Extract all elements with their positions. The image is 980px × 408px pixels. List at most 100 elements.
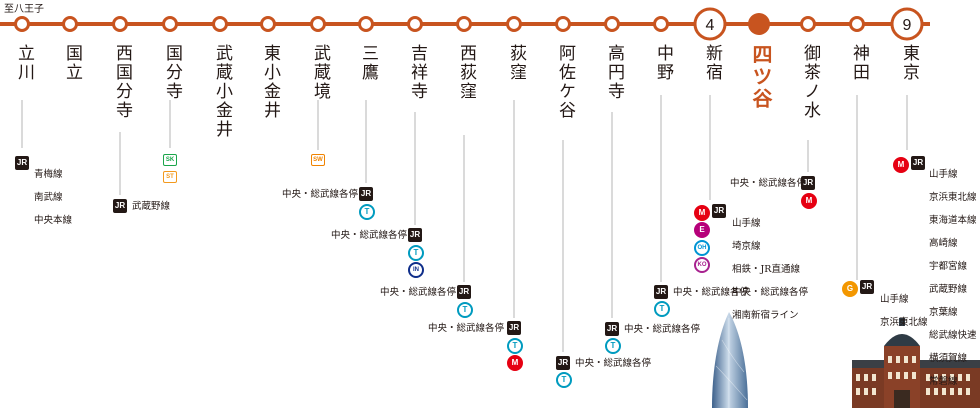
- ko-icon: KO: [694, 257, 710, 273]
- oh-icon: OH: [694, 240, 710, 256]
- station-name: 東京: [899, 44, 919, 82]
- jr-icon: JR: [507, 321, 521, 335]
- in-icon: IN: [408, 262, 424, 278]
- station-marker: [653, 16, 669, 32]
- station-marker: [112, 16, 128, 32]
- t-icon: T: [605, 338, 621, 354]
- station-name: 新宿: [702, 44, 722, 82]
- station-name: 高円寺: [604, 44, 624, 101]
- ochanomizu-line: 中央・総武線各停: [730, 178, 807, 189]
- station-marker: [162, 16, 178, 32]
- t-icon: T: [359, 204, 375, 220]
- station-name: 四ツ谷: [749, 44, 773, 110]
- station-marker: [456, 16, 472, 32]
- sk-icon: SK: [163, 154, 177, 166]
- line-sobu-rapid: 総武線快速: [929, 329, 977, 341]
- m-icon: M: [694, 205, 710, 221]
- line-yamanote: 山手線: [880, 293, 909, 305]
- station-marker: [506, 16, 522, 32]
- station-name: 御茶ノ水: [800, 44, 820, 120]
- station-name: 神田: [849, 44, 869, 82]
- cocoon-tower-illustration: [712, 312, 748, 408]
- sw-icon: SW: [311, 154, 325, 166]
- line-utsunomiya: 宇都宮線: [929, 260, 968, 272]
- jr-icon: JR: [408, 228, 422, 242]
- station-marker: [260, 16, 276, 32]
- jr-icon: JR: [605, 322, 619, 336]
- m-icon: M: [507, 355, 523, 371]
- koenji-line: 中央・総武線各停: [624, 324, 701, 335]
- e-icon: E: [694, 222, 710, 238]
- minutes-label: 9: [903, 17, 912, 34]
- line-keiyo: 京葉線: [929, 306, 958, 318]
- kichijoji-line: 中央・総武線各停: [331, 230, 408, 241]
- line-keihin-tohoku: 京浜東北線: [880, 316, 928, 328]
- line-musashino: 武蔵野線: [929, 283, 968, 295]
- jr-icon: JR: [911, 156, 925, 170]
- line-chuo-sobu-local: 中央・総武線各停: [732, 286, 809, 298]
- station-marker: [849, 16, 865, 32]
- line-chuo-main: 中央本線: [34, 214, 73, 226]
- jr-icon: JR: [712, 204, 726, 218]
- station-marker: [14, 16, 30, 32]
- t-icon: T: [457, 302, 473, 318]
- line-yokosuka: 横須賀線: [929, 352, 968, 364]
- t-icon: T: [507, 338, 523, 354]
- jr-icon: JR: [556, 356, 570, 370]
- line-sotetsu-jr: 相鉄・JR直通線: [732, 263, 800, 275]
- shinjuku-lines: 山手線 埼京線 相鉄・JR直通線 中央・総武線各停 湘南新宿ライン: [732, 206, 808, 333]
- station-marker: [62, 16, 78, 32]
- t-icon: T: [408, 245, 424, 261]
- leader-lines: [21, 95, 908, 352]
- station-marker: [800, 16, 816, 32]
- asagaya-line: 中央・総武線各停: [575, 358, 652, 369]
- station-marker: [407, 16, 423, 32]
- jr-icon: JR: [15, 156, 29, 170]
- jr-icon: JR: [359, 187, 373, 201]
- jr-icon: JR: [654, 285, 668, 299]
- station-name: 立川: [14, 44, 34, 82]
- t-icon: T: [556, 372, 572, 388]
- station-name: 中野: [653, 44, 673, 82]
- m-icon: M: [801, 193, 817, 209]
- t-icon: T: [654, 301, 670, 317]
- station-name: 西国分寺: [112, 44, 132, 120]
- jr-icon: JR: [457, 285, 471, 299]
- tachikawa-lines: 青梅線 南武線 中央本線: [34, 157, 72, 238]
- station-name: 三鷹: [358, 44, 378, 82]
- st-icon: ST: [163, 171, 177, 183]
- line-yamanote: 山手線: [732, 217, 761, 229]
- nakano-line: 中央・総武線各停: [673, 287, 750, 298]
- kanda-lines: 山手線 京浜東北線: [880, 282, 928, 340]
- minutes-marker: [693, 7, 727, 41]
- line-ome: 青梅線: [34, 168, 63, 180]
- jr-icon: JR: [113, 199, 127, 213]
- station-marker: [212, 16, 228, 32]
- minutes-marker: [890, 7, 924, 41]
- station-name: 武蔵小金井: [212, 44, 232, 139]
- direction-label: 至八王子: [4, 4, 44, 15]
- m-icon: M: [893, 157, 909, 173]
- line-saikyo: 埼京線: [732, 240, 761, 252]
- station-name: 西荻窪: [456, 44, 476, 101]
- station-name: 武蔵境: [310, 44, 330, 101]
- station-marker: [604, 16, 620, 32]
- line-takasaki: 高崎線: [929, 237, 958, 249]
- tokyo-station-illustration: [852, 318, 980, 408]
- station-name: 阿佐ケ谷: [555, 44, 575, 120]
- jr-icon: JR: [860, 280, 874, 294]
- nishiogikubo-line: 中央・総武線各停: [380, 287, 457, 298]
- line-shonan-shinjuku: 湘南新宿ライン: [732, 309, 799, 321]
- station-marker: [358, 16, 374, 32]
- tokyo-lines: 山手線 京浜東北線 東海道本線 高崎線 宇都宮線 武蔵野線 京葉線 総武線快速 …: [929, 157, 977, 399]
- g-icon: G: [842, 281, 858, 297]
- station-name: 国分寺: [162, 44, 182, 101]
- minutes-label: 4: [706, 17, 715, 34]
- line-nambu: 南武線: [34, 191, 63, 203]
- current-station-marker: [748, 13, 770, 35]
- station-name: 吉祥寺: [407, 44, 427, 101]
- station-name: 荻窪: [506, 44, 526, 82]
